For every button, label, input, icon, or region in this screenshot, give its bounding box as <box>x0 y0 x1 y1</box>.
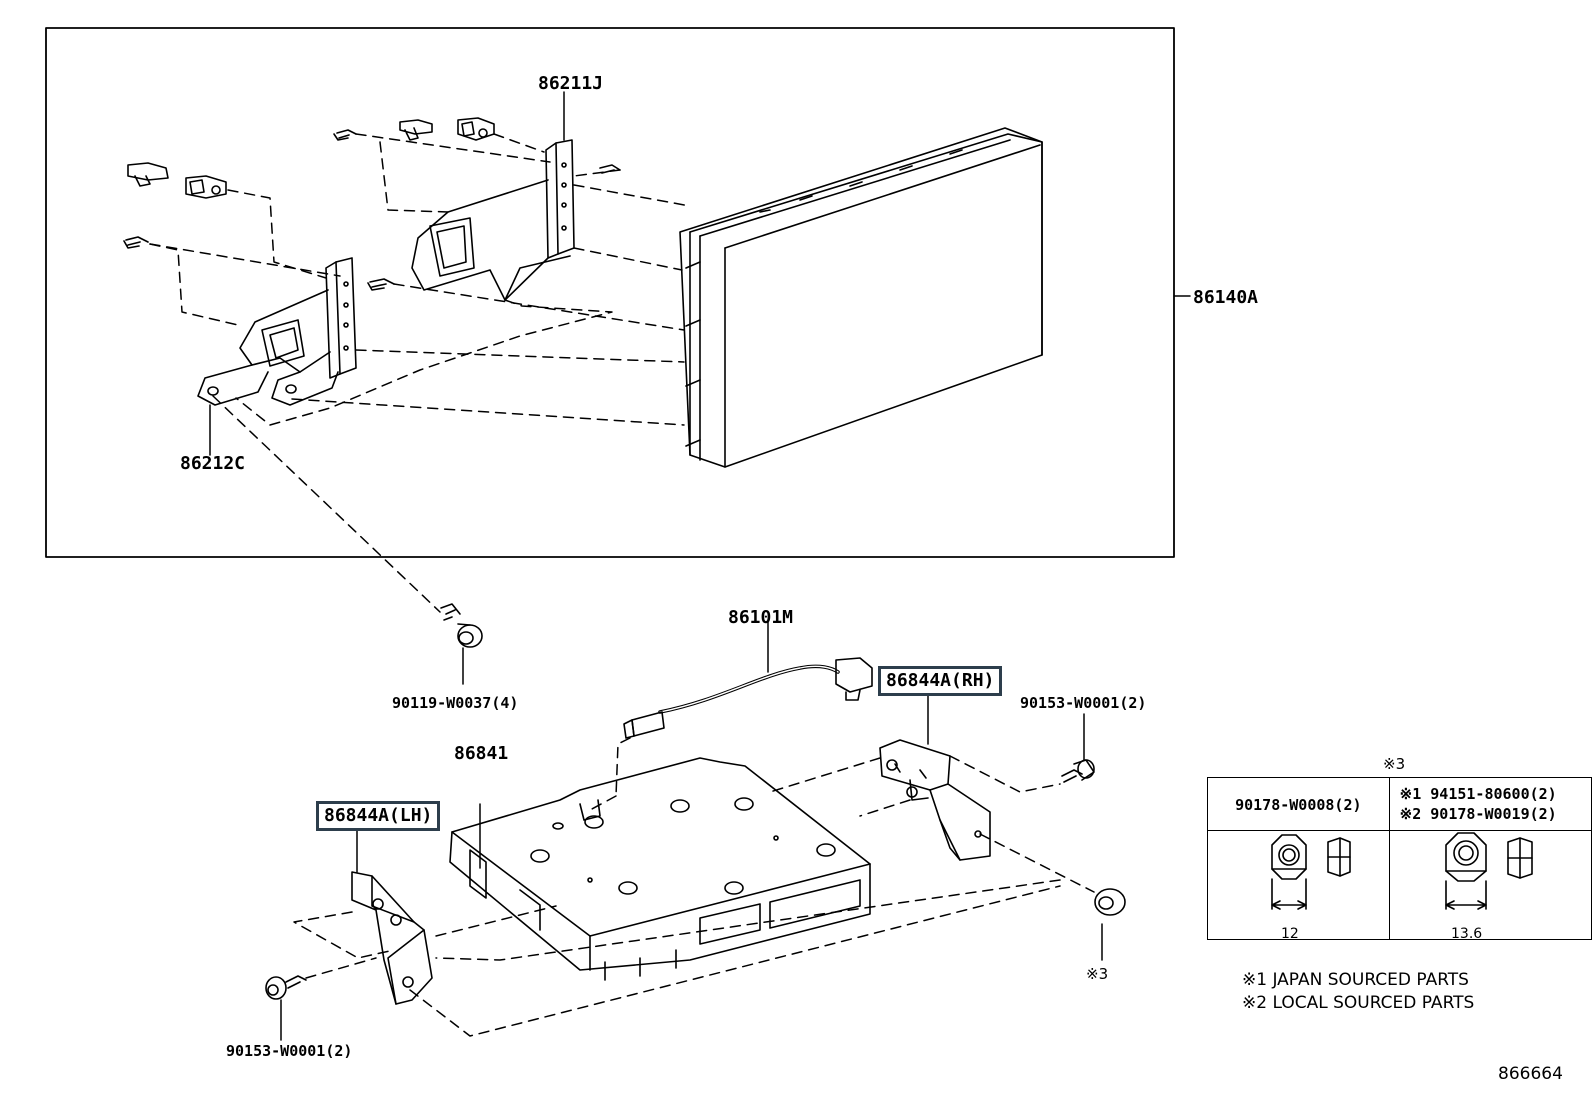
dashed-leaders-upper <box>149 133 691 426</box>
hardware-table-header-right: ※1 94151-80600(2) ※2 90178-W0019(2) <box>1388 777 1592 831</box>
label-86844A-RH: 86844A(RH) <box>878 666 1003 696</box>
hardware-right-part-1: ※1 94151-80600(2) <box>1399 784 1557 803</box>
label-86140A: 86140A <box>1193 287 1259 308</box>
clips-and-screws-drawing <box>123 117 621 291</box>
upper-assembly-frame <box>45 27 1175 558</box>
dashed-leaders-lower <box>293 755 1095 1037</box>
hardware-table-cell-left <box>1207 830 1390 940</box>
label-mark3-table: ※3 <box>1383 755 1406 773</box>
screws-lower-drawing <box>265 713 1126 1041</box>
hardware-table-header-left: 90178-W0008(2) <box>1207 777 1390 831</box>
dimension-12: 12 <box>1281 926 1299 942</box>
label-mark3-nut: ※3 <box>1086 965 1109 983</box>
bracket-86211J-drawing <box>411 139 575 301</box>
dashed-cable-to-ecu <box>589 795 617 811</box>
bracket-86844A-RH-drawing <box>879 689 991 861</box>
bracket-86212C-drawing <box>197 257 357 406</box>
display-unit-drawing <box>679 127 1043 468</box>
label-90153-W0001-right: 90153-W0001(2) <box>1020 694 1147 712</box>
dimension-13.6: 13.6 <box>1451 926 1483 942</box>
label-86101M: 86101M <box>728 607 794 628</box>
note-japan-sourced: ※1 JAPAN SOURCED PARTS <box>1242 970 1469 990</box>
note-local-sourced: ※2 LOCAL SOURCED PARTS <box>1242 993 1475 1013</box>
figure-id: 866664 <box>1498 1064 1563 1084</box>
hardware-left-part: 90178-W0008(2) <box>1235 795 1362 814</box>
leader-to-screw-90119 <box>212 395 441 613</box>
label-86841: 86841 <box>454 743 509 764</box>
cable-86101M-drawing <box>615 619 873 797</box>
ecu-86841-drawing <box>449 757 871 981</box>
hardware-right-part-2: ※2 90178-W0019(2) <box>1399 804 1557 823</box>
label-90153-W0001-left: 90153-W0001(2) <box>226 1042 353 1060</box>
hardware-table: 90178-W0008(2) ※1 94151-80600(2) ※2 9017… <box>1207 777 1592 940</box>
bracket-86844A-LH-drawing <box>351 825 433 1005</box>
screw-90119-drawing <box>440 603 483 685</box>
label-90119-W0037: 90119-W0037(4) <box>392 694 519 712</box>
label-86211J: 86211J <box>538 73 604 94</box>
label-86212C: 86212C <box>180 453 246 474</box>
leader-lines-upper <box>209 91 1191 456</box>
hardware-table-cell-right <box>1388 830 1592 940</box>
label-86844A-LH: 86844A(LH) <box>316 801 441 831</box>
